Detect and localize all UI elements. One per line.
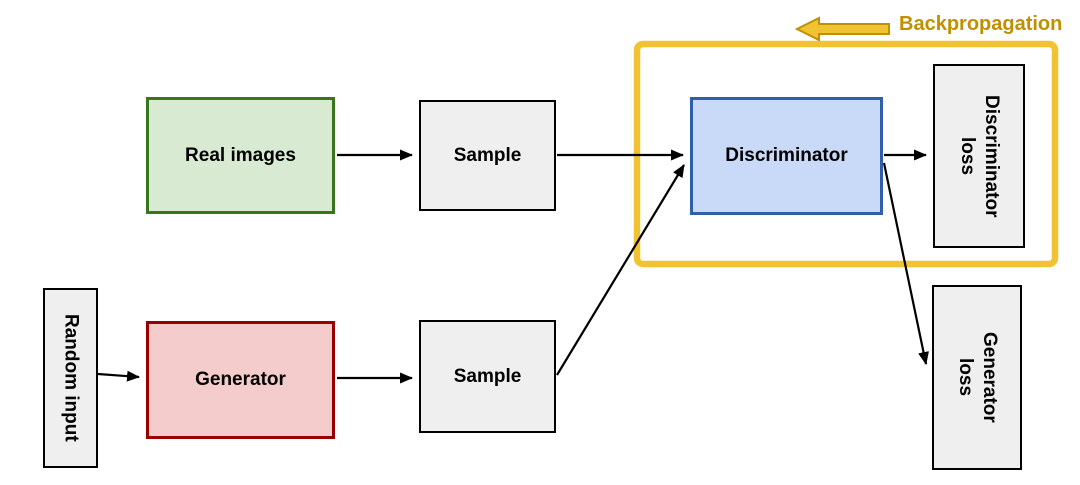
node-random-input: Random input <box>43 288 98 468</box>
node-real-images: Real images <box>146 97 335 214</box>
node-discriminator-loss: Discriminator loss <box>933 64 1025 248</box>
node-discriminator: Discriminator <box>690 97 883 215</box>
arrow-sample-to-discriminator-diagonal <box>556 164 685 376</box>
node-discriminator-loss-label: Discriminator loss <box>957 94 1002 218</box>
node-sample-top-label: Sample <box>453 144 522 166</box>
arrow-random-input-to-generator <box>97 370 140 382</box>
node-sample-bottom-label: Sample <box>453 365 522 387</box>
node-sample-top: Sample <box>419 100 556 211</box>
node-discriminator-label: Discriminator <box>725 145 848 166</box>
backpropagation-arrow-icon <box>794 16 890 42</box>
arrow-discriminator-to-generator-loss <box>882 162 929 365</box>
node-real-images-label: Real images <box>185 144 296 166</box>
node-generator-label: Generator <box>195 369 286 390</box>
node-generator-loss-label: Generator loss <box>955 332 1000 423</box>
node-generator-loss: Generator loss <box>932 285 1022 470</box>
node-random-input-label: Random input <box>60 314 82 442</box>
node-generator: Generator <box>146 321 335 439</box>
node-sample-bottom: Sample <box>419 320 556 433</box>
backpropagation-label: Backpropagation <box>899 13 1063 35</box>
